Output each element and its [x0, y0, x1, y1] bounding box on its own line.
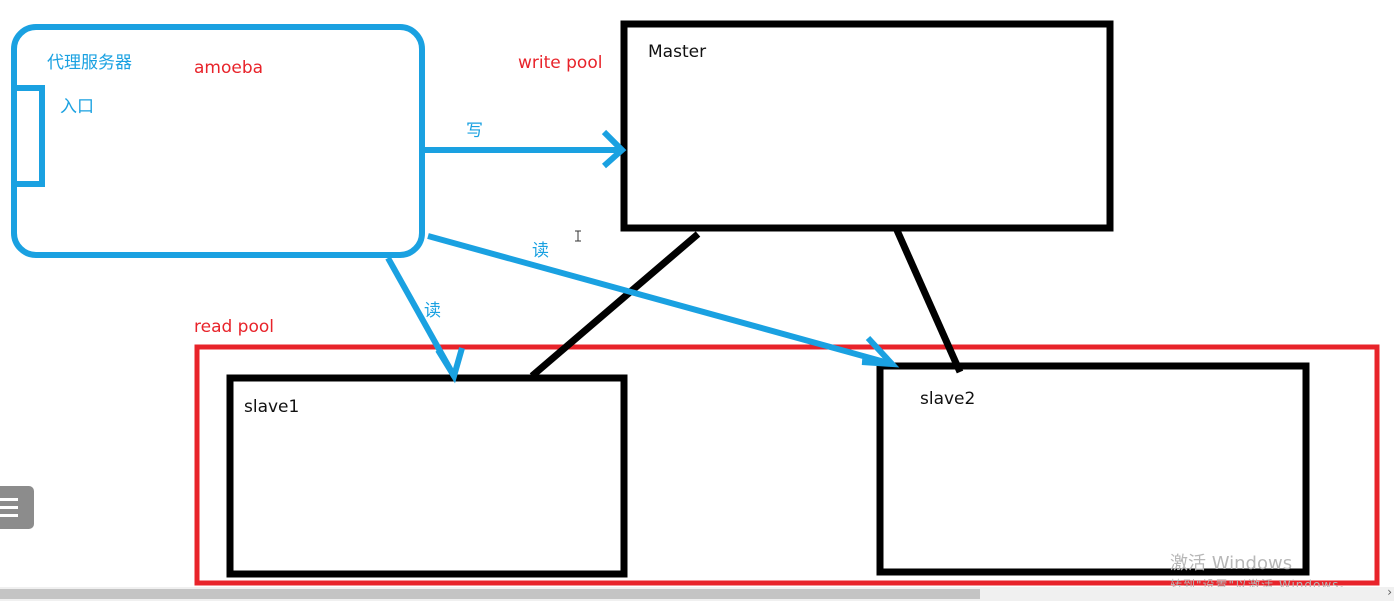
menu-line-icon: [0, 506, 18, 509]
amoeba-label: amoeba: [194, 58, 264, 78]
replication-line-slave1: [529, 231, 701, 379]
replication-line-slave2: [892, 226, 964, 374]
write-label: 写: [466, 121, 483, 141]
read-arrow-slave2: [427, 233, 893, 367]
read-arrow-slave1-head: [435, 347, 465, 384]
slave1-label: slave1: [244, 397, 300, 417]
menu-toggle-button[interactable]: [0, 486, 34, 529]
read-pool-label: read pool: [194, 317, 275, 337]
scroll-right-arrow-icon[interactable]: ›: [1387, 585, 1392, 599]
proxy-title: 代理服务器: [47, 53, 132, 73]
slave2-box: [876, 362, 1310, 576]
scrollbar-thumb[interactable]: [0, 589, 980, 599]
read-arrow-slave2-head: [861, 335, 900, 368]
slave1-box: [226, 374, 628, 578]
write-arrow-head: [601, 129, 627, 169]
read-label-slave2: 读: [532, 241, 549, 261]
menu-line-icon: [0, 498, 18, 501]
entrance-port: [11, 85, 45, 187]
horizontal-scrollbar[interactable]: ›: [0, 585, 1394, 601]
slave2-label: slave2: [920, 389, 976, 409]
read-label-slave1: 读: [424, 301, 441, 321]
read-pool-box: [194, 344, 1380, 586]
write-pool-label: write pool: [518, 53, 603, 73]
master-box: [620, 20, 1114, 232]
watermark-line1: 激活 Windows: [1170, 553, 1293, 574]
master-label: Master: [648, 42, 707, 62]
text-cursor-icon: [575, 230, 581, 242]
entrance-label: 入口: [60, 97, 94, 117]
menu-line-icon: [0, 514, 18, 517]
